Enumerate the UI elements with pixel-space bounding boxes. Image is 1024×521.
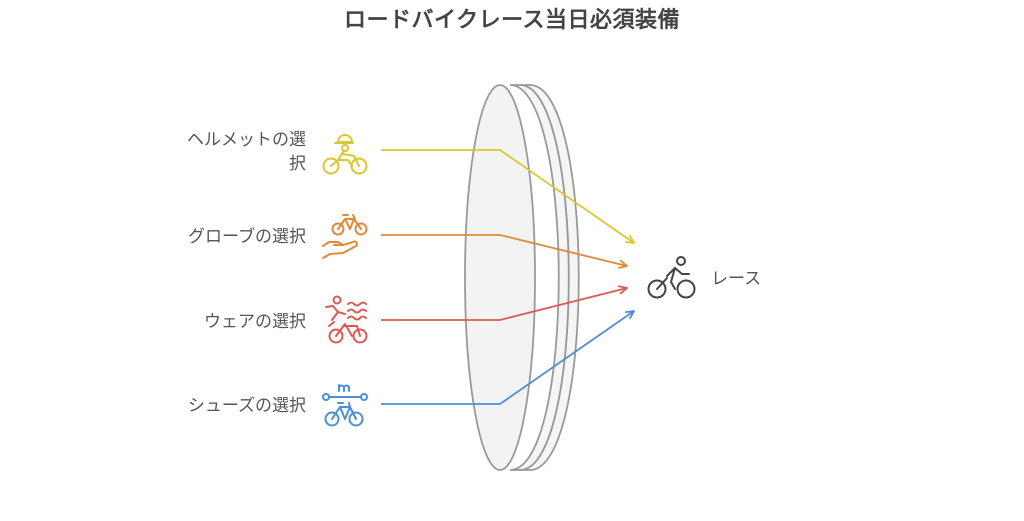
bike-distance-icon [322,384,368,427]
lens-shape [464,84,580,471]
triathlete-icon [325,295,368,344]
connector-wear [381,288,627,321]
connector-gloves [381,234,627,266]
input-label-helmet-line2: 択 [289,154,306,174]
diagram-title: ロードバイクレース当日必須装備 [344,8,680,33]
cyclist-icon [647,256,696,299]
connector-shoes [381,311,634,405]
output-label: レース [711,269,761,289]
input-label-shoes: シューズの選択 [188,396,306,416]
helmet-cyclist-icon [322,134,368,175]
input-label-helmet: ヘルメットの選 [187,130,306,150]
connector-helmet [381,149,634,243]
hand-bike-icon [322,214,368,259]
input-label-wear: ウェアの選択 [204,312,306,332]
input-label-gloves: グローブの選択 [188,226,306,247]
